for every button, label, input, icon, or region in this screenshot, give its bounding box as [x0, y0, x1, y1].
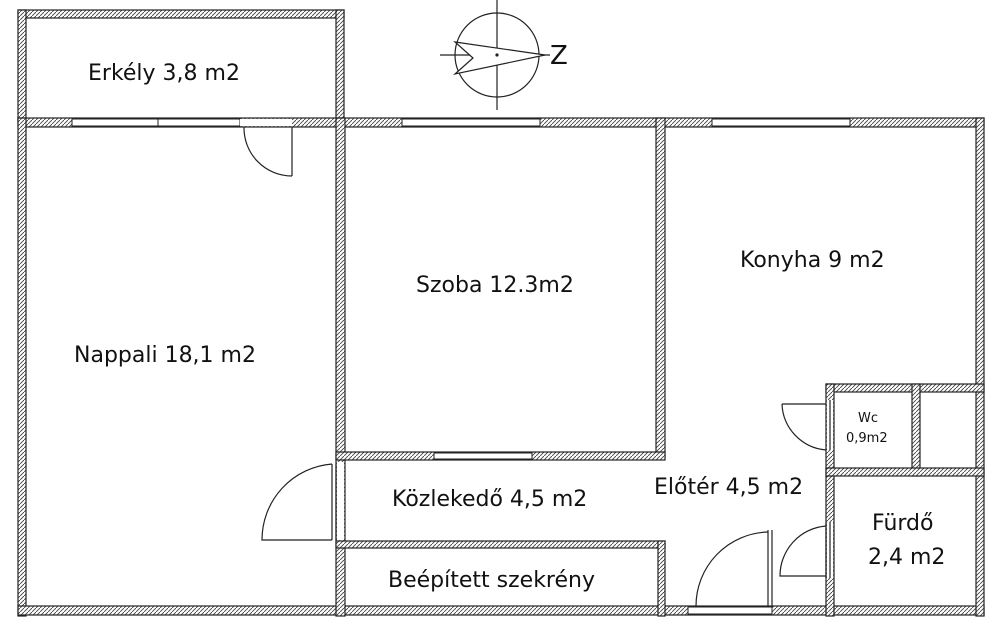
compass-arrow [452, 41, 546, 76]
room-label-konyha: Konyha 9 m2 [740, 248, 885, 273]
door-gap-balcony [240, 119, 292, 126]
room-label-nappali: Nappali 18,1 m2 [74, 343, 256, 368]
wall-closet-top [335, 540, 666, 549]
door-swing-bathroom [779, 525, 827, 577]
room-label-wc-area: 0,9m2 [846, 431, 888, 446]
windows [71, 118, 851, 615]
wall-wc-right [911, 383, 921, 477]
wall-wc-top [825, 383, 985, 393]
door-swing-wc [781, 403, 827, 451]
balcony-wall-right [335, 9, 345, 123]
room-label-erkely: Erkély 3,8 m2 [88, 61, 240, 86]
wall-wc-left [825, 383, 835, 617]
window-nappali-left [71, 118, 159, 127]
room-label-furdo-area: 2,4 m2 [868, 545, 945, 570]
window-konyha [711, 118, 851, 127]
window-eloter-bottom [687, 606, 773, 615]
outer-wall-right [975, 117, 985, 617]
wall-szoba-konyha [655, 117, 666, 459]
compass-letter: Z [550, 41, 568, 71]
room-label-wc-name: Wc [858, 411, 878, 426]
room-label-eloter: Előtér 4,5 m2 [654, 475, 803, 500]
opening-kozlekedo [433, 452, 533, 460]
door-gap-nappali [337, 462, 344, 540]
room-label-beepitett: Beépített szekrény [388, 568, 595, 593]
outer-wall-left [17, 117, 27, 617]
window-szoba [401, 118, 541, 127]
room-label-furdo-name: Fürdő [872, 511, 933, 536]
room-labels: Erkély 3,8 m2 Nappali 18,1 m2 Szoba 12.3… [74, 61, 945, 593]
balcony-wall-left [17, 9, 27, 123]
window-nappali-right [157, 118, 241, 127]
door-swing-nappali [261, 463, 333, 541]
outer-wall-bottom [17, 605, 985, 616]
wall-wc-bottom [825, 467, 985, 477]
walls [17, 9, 985, 617]
room-label-kozlekedo: Közlekedő 4,5 m2 [392, 487, 587, 512]
door-swing-entrance [695, 531, 769, 607]
door-swing-balcony [243, 126, 293, 177]
wall-nappali-szoba [335, 117, 346, 617]
balcony-wall-top [17, 9, 345, 19]
wall-closet-right [657, 540, 666, 617]
room-label-szoba: Szoba 12.3m2 [416, 273, 574, 298]
compass-icon: Z [440, 0, 568, 110]
doors [240, 119, 833, 607]
compass-center-dot [495, 53, 499, 57]
